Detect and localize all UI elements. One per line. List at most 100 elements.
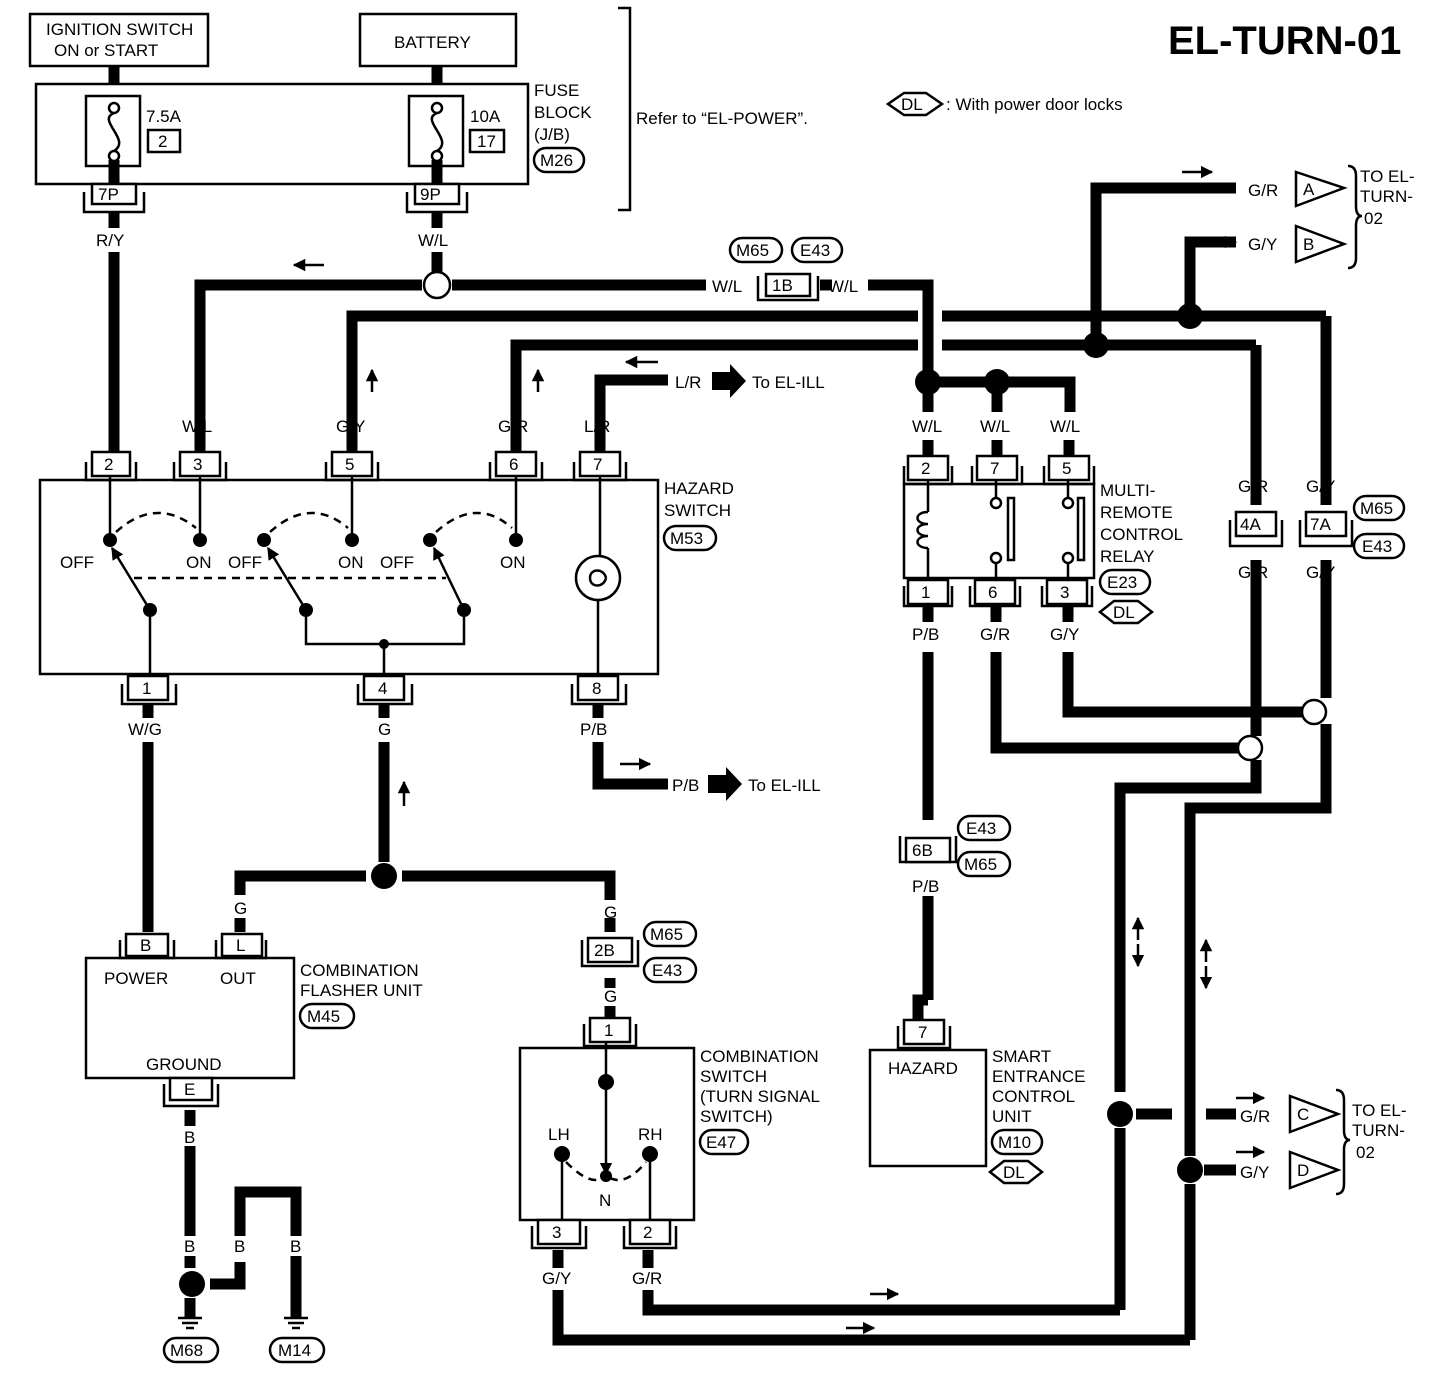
svg-text:BATTERY: BATTERY (394, 33, 471, 52)
svg-text:P/B: P/B (912, 877, 939, 896)
svg-text:G/R: G/R (1238, 477, 1268, 496)
svg-text:TO EL-: TO EL- (1360, 167, 1414, 186)
joint-1b: 1B M65 E43 (728, 236, 844, 302)
svg-text:1B: 1B (772, 276, 793, 295)
refer-note: Refer to “EL-POWER”. (636, 109, 808, 128)
joint-6b: 6B E43 M65 (898, 814, 1012, 878)
svg-text:1: 1 (142, 679, 151, 698)
svg-text:2: 2 (158, 132, 167, 151)
svg-text:(TURN SIGNAL: (TURN SIGNAL (700, 1087, 820, 1106)
joint-7a: 7A M65 E43 (1298, 494, 1406, 560)
hazard-pin-7: 7 (572, 450, 628, 482)
ignition-switch-box: IGNITION SWITCH ON or START (28, 12, 210, 68)
svg-text:C: C (1297, 1105, 1309, 1124)
svg-text:G/R: G/R (1240, 1107, 1270, 1126)
svg-text:10A: 10A (470, 107, 501, 126)
svg-text:FUSE: FUSE (534, 81, 579, 100)
legend: DL : With power door locks (885, 91, 1123, 117)
svg-text:SWITCH: SWITCH (664, 501, 731, 520)
svg-text:TO EL-: TO EL- (1352, 1101, 1406, 1120)
svg-text:B: B (234, 1237, 245, 1256)
svg-text:02: 02 (1364, 209, 1383, 228)
connector-ref-a: A (1294, 170, 1348, 208)
svg-text:L/R: L/R (584, 417, 610, 436)
svg-text:TURN-: TURN- (1352, 1121, 1405, 1140)
svg-text:G/R: G/R (498, 417, 528, 436)
svg-text:E43: E43 (1362, 537, 1392, 556)
hazard-pin-3: 3 (172, 450, 228, 482)
svg-text:7: 7 (593, 455, 602, 474)
svg-text:W/L: W/L (980, 417, 1010, 436)
svg-text:1: 1 (604, 1021, 613, 1040)
svg-text:M65: M65 (1360, 499, 1393, 518)
svg-text:6: 6 (509, 455, 518, 474)
relay-pin-3: 3 (1040, 578, 1094, 608)
svg-text:7P: 7P (98, 185, 119, 204)
svg-text:4: 4 (378, 679, 387, 698)
svg-text:G/Y: G/Y (336, 417, 365, 436)
svg-text:7A: 7A (1310, 515, 1331, 534)
svg-text:E47: E47 (706, 1133, 736, 1152)
hazard-pin-5: 5 (324, 450, 380, 482)
hazard-pin-2: 2 (84, 450, 138, 482)
svg-text:G/Y: G/Y (1240, 1163, 1269, 1182)
svg-text:G/Y: G/Y (542, 1269, 571, 1288)
smart-entrance-control-unit: 7 HAZARD SMART ENTRANCE CONTROL UNIT M10… (868, 1018, 1086, 1185)
ground-m14: M14 (268, 1316, 326, 1364)
svg-text:L/R: L/R (675, 373, 701, 392)
combination-flasher-unit: B L POWER OUT GROUND E COMBINATION FLASH… (84, 932, 423, 1108)
diagram-title: EL-TURN-01 (1168, 19, 1401, 63)
svg-text:3: 3 (552, 1223, 561, 1242)
svg-text:LH: LH (548, 1125, 570, 1144)
svg-text:P/B: P/B (912, 625, 939, 644)
to-el-turn-02-top: TO EL- TURN- 02 (1347, 164, 1414, 270)
svg-text:3: 3 (1060, 583, 1069, 602)
relay-pin-7: 7 (970, 454, 1024, 486)
svg-text:W/L: W/L (912, 417, 942, 436)
svg-text:E43: E43 (966, 819, 996, 838)
svg-text:FLASHER UNIT: FLASHER UNIT (300, 981, 423, 1000)
battery-box: BATTERY (358, 12, 518, 68)
joint-4a: 4A (1228, 510, 1284, 548)
svg-text:ON: ON (338, 553, 364, 572)
svg-text:CONTROL: CONTROL (1100, 525, 1183, 544)
to-el-ill-bottom: To EL-ILL (708, 767, 821, 801)
combo-pin-1: 1 (582, 1016, 638, 1048)
svg-text:9P: 9P (420, 185, 441, 204)
current-arrows (292, 165, 1266, 1335)
svg-text:G: G (604, 903, 617, 922)
svg-text:G/R: G/R (1248, 181, 1278, 200)
svg-text:G/R: G/R (980, 625, 1010, 644)
combination-switch: 1 LH RH N 3 2 COMBINATION SWITCH (TURN S… (518, 1016, 820, 1250)
svg-text:W/L: W/L (418, 231, 448, 250)
to-el-ill-top: To EL-ILL (712, 364, 825, 398)
svg-text:G/Y: G/Y (1050, 625, 1079, 644)
svg-text:OFF: OFF (60, 553, 94, 572)
svg-text:2: 2 (643, 1223, 652, 1242)
svg-text:W/L: W/L (828, 277, 858, 296)
hazard-pin-6: 6 (488, 450, 544, 482)
svg-text:To EL-ILL: To EL-ILL (752, 373, 825, 392)
svg-text:4A: 4A (1240, 515, 1261, 534)
fuse-terminal-7p: 7P (82, 182, 146, 214)
svg-text:SMART: SMART (992, 1047, 1051, 1066)
wires (108, 182, 1332, 1346)
combo-pin-3: 3 (530, 1218, 588, 1250)
svg-text:E43: E43 (800, 241, 830, 260)
svg-text:1: 1 (921, 583, 930, 602)
svg-text:ENTRANCE: ENTRANCE (992, 1067, 1086, 1086)
svg-text:L: L (236, 936, 245, 955)
svg-text:OUT: OUT (220, 969, 256, 988)
svg-text:M68: M68 (170, 1341, 203, 1360)
svg-text:M10: M10 (998, 1133, 1031, 1152)
svg-text:: With power door locks: : With power door locks (946, 95, 1123, 114)
connector-ref-b: B (1294, 224, 1348, 264)
svg-text:8: 8 (592, 679, 601, 698)
svg-text:BLOCK: BLOCK (534, 103, 592, 122)
svg-text:B: B (290, 1237, 301, 1256)
connector-ref-d: D (1288, 1150, 1342, 1190)
svg-text:DL: DL (901, 95, 923, 114)
svg-text:17: 17 (477, 132, 496, 151)
svg-text:M53: M53 (670, 529, 703, 548)
